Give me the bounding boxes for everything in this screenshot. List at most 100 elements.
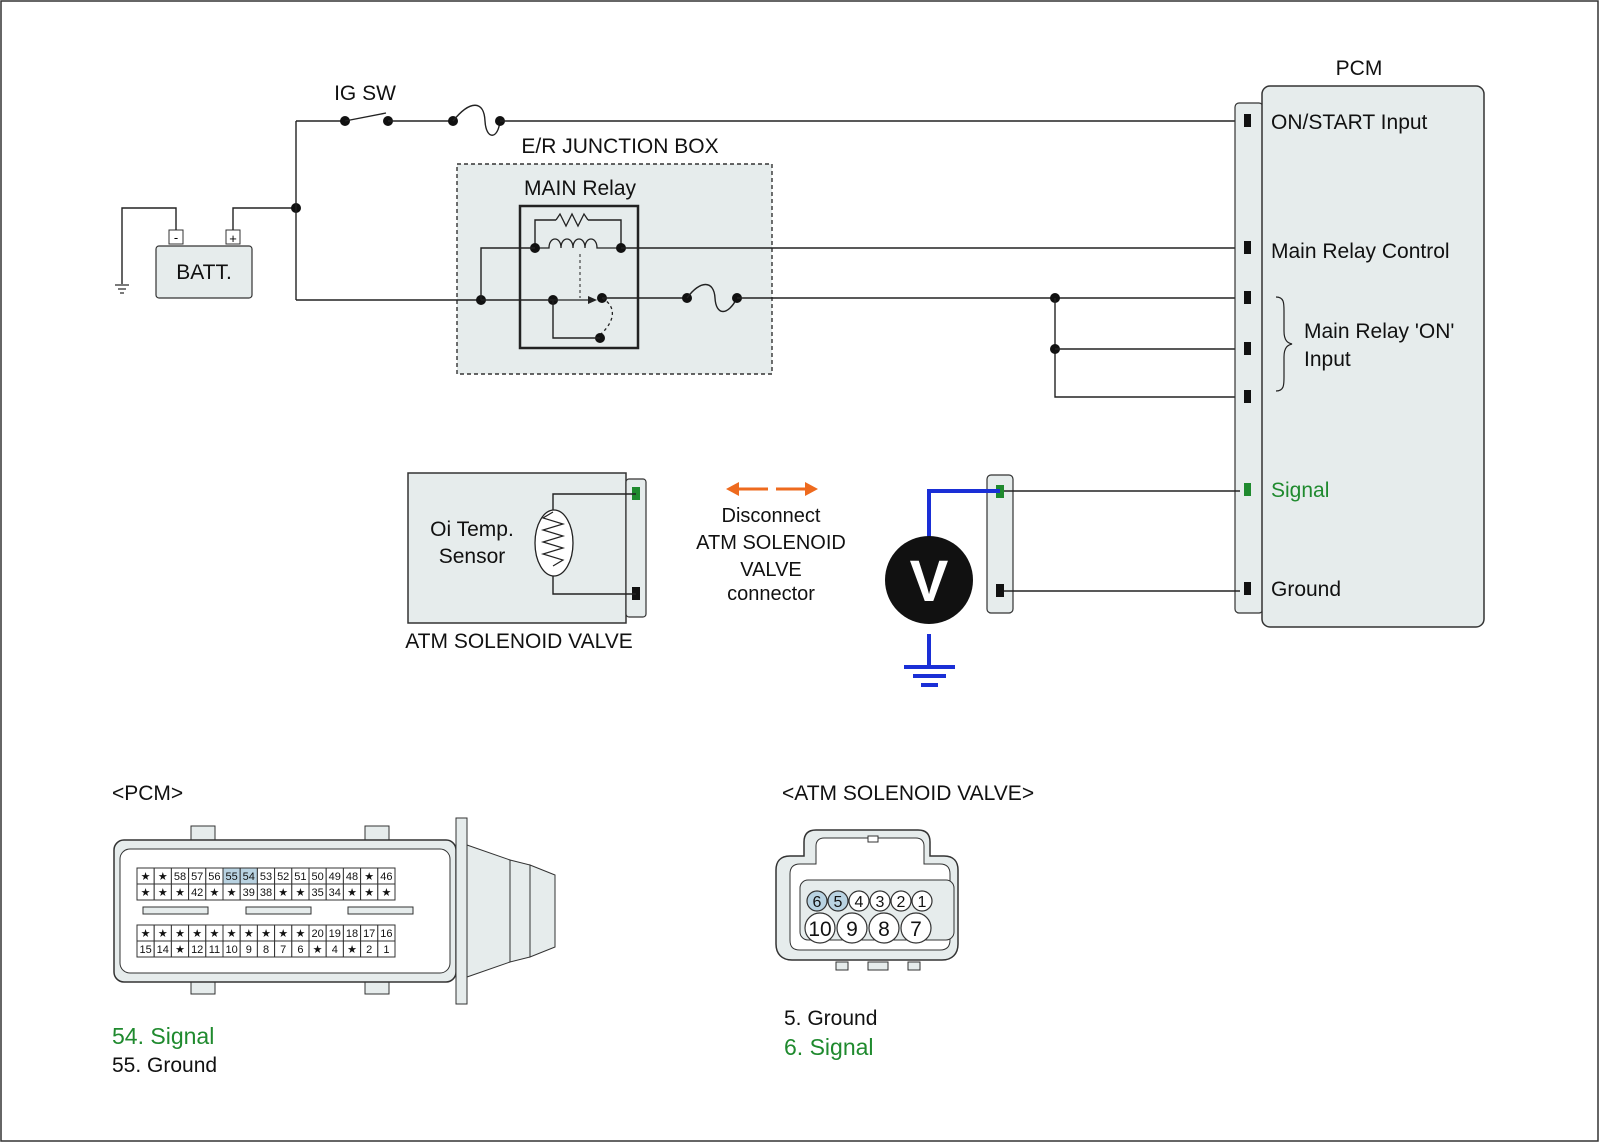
pcm-pin-number: 10 (225, 944, 237, 956)
pcm-pin-number: 7 (280, 944, 286, 956)
pcm-pin-number: 57 (191, 871, 203, 883)
pcm-pin-number: 52 (277, 871, 289, 883)
atm-pin (890, 890, 912, 912)
pcm-pin-number: 51 (294, 871, 306, 883)
pcm-pin-number: 20 (311, 928, 323, 940)
pcm-pin (1244, 582, 1251, 595)
pcm-pin-number: ★ (175, 887, 185, 899)
voltmeter: V (885, 536, 973, 624)
pcm-pin-number: ★ (261, 928, 271, 940)
pcm-pin-number: ★ (158, 928, 168, 940)
pcm-main-relay-on-label: Main Relay 'ON' (1304, 320, 1454, 343)
atm-pin (911, 890, 933, 912)
pcm-pin-number: ★ (141, 887, 151, 899)
atm-pin-number: 5 (834, 894, 843, 911)
relay-contact (548, 293, 614, 343)
pcm-pin-number: ★ (381, 887, 391, 899)
pcm-pin-number: 12 (191, 944, 203, 956)
pcm-pin-number: 39 (243, 887, 255, 899)
atm-solenoid-valve (407, 472, 647, 624)
atm-pin-number: 7 (910, 918, 922, 941)
pcm-pin (1244, 241, 1251, 254)
pcm-pin-number: ★ (209, 928, 219, 940)
main-relay-on-branch (1054, 298, 1240, 398)
atm-pin-legend: 5. Ground 6. Signal (784, 1004, 877, 1062)
battery-minus-label: - (174, 230, 178, 245)
atm-pin-number: 6 (813, 894, 822, 911)
atm-pin (900, 912, 932, 944)
pcm-pin (1244, 114, 1251, 127)
pcm-pin-cell (377, 883, 396, 901)
sensor-label-2: Sensor (439, 545, 506, 568)
harness-connector (986, 474, 1014, 614)
pcm-pin (1244, 291, 1251, 304)
fuse-relay (682, 283, 742, 313)
pcm-pin-number: 9 (246, 944, 252, 956)
pcm-on-start-label: ON/START Input (1271, 111, 1428, 134)
pcm-pin-signal (1244, 483, 1251, 496)
harness-pin-ground (996, 584, 1004, 597)
pcm-pin (1244, 390, 1251, 403)
brace (1275, 296, 1293, 392)
atm-pin-number: 8 (878, 918, 890, 941)
battery: - + BATT. (155, 229, 253, 299)
disconnect-arrows-icon (726, 482, 818, 496)
pcm-pin-number: 8 (263, 944, 269, 956)
ig-sw-label: IG SW (334, 82, 396, 105)
atm-pin-number: 2 (897, 894, 906, 911)
pcm-pin-number: 38 (260, 887, 272, 899)
pcm-pin-number: ★ (227, 887, 237, 899)
pcm-pin-number: ★ (209, 887, 219, 899)
atm-valve-label: ATM SOLENOID VALVE (405, 630, 633, 653)
atm-pin-number: 3 (876, 894, 885, 911)
pcm-pin-number: 49 (329, 871, 341, 883)
pcm-pin-number: 16 (380, 928, 392, 940)
pcm-pin-number: ★ (175, 928, 185, 940)
disconnect-label-3: VALVE (740, 559, 802, 581)
pcm-pin-number: ★ (192, 928, 202, 940)
pcm-pin-number: ★ (175, 944, 185, 956)
pcm-pin-number: ★ (278, 928, 288, 940)
pcm-pin-number: 35 (311, 887, 323, 899)
disconnect-label-4: connector (727, 583, 815, 605)
pcm-pin-number: ★ (141, 871, 151, 883)
legend-atm-signal: 6. Signal (784, 1034, 874, 1060)
pcm-pin-number: 50 (311, 871, 323, 883)
atm-pin-number: 4 (855, 894, 864, 911)
pcm-pin (1244, 342, 1251, 355)
pcm-pin-number: 14 (157, 944, 169, 956)
disconnect-label-2: ATM SOLENOID (696, 532, 846, 554)
voltmeter-positive-lead (927, 489, 1000, 543)
atm-pin (848, 890, 870, 912)
atm-pin (806, 890, 828, 912)
atm-pin-number: 9 (846, 918, 858, 941)
pcm-connector-strip (1234, 102, 1264, 614)
pcm-pin-number: ★ (158, 871, 168, 883)
main-relay (518, 204, 640, 350)
pcm-pin-number: ★ (158, 887, 168, 899)
atm-pin (836, 912, 868, 944)
pcm-pin-number: 55 (225, 871, 237, 883)
coil-feed-wire (480, 247, 535, 300)
pcm-pin-number: ★ (313, 944, 323, 956)
pcm-pin-number: 56 (208, 871, 220, 883)
ground-symbol-voltmeter (904, 665, 955, 687)
pcm-pin-number: 11 (209, 944, 220, 956)
pcm-pin-number: ★ (295, 887, 305, 899)
atm-pin (827, 890, 849, 912)
junction-box-label: E/R JUNCTION BOX (521, 135, 718, 158)
pcm-pin-number: 18 (346, 928, 358, 940)
pcm-pin-number: ★ (141, 928, 151, 940)
pcm-pin-number: 19 (329, 928, 341, 940)
pcm-main-relay-on-label-2: Input (1304, 348, 1351, 371)
pcm-pin-number: 58 (174, 871, 186, 883)
main-relay-label: MAIN Relay (524, 177, 637, 200)
pcm-connector-title: <PCM> (112, 782, 183, 805)
atm-pin-number: 10 (808, 918, 831, 941)
pcm-pin-number: 42 (191, 887, 203, 899)
disconnect-label: Disconnect (722, 505, 821, 527)
